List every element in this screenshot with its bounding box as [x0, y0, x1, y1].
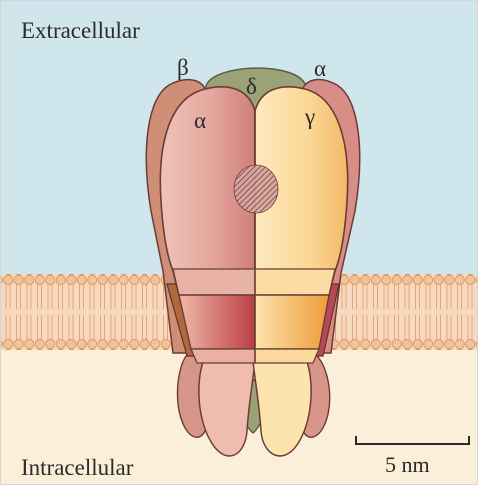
delta-label: δ [246, 74, 257, 100]
alpha-right-label: α [314, 56, 326, 82]
gamma-lower-band [255, 349, 319, 363]
alpha-left-neck [173, 269, 255, 295]
alpha-left-lower-band [191, 349, 255, 363]
gamma-membrane-ring [255, 295, 329, 349]
alpha-left-label: α [194, 108, 206, 134]
intracellular-label: Intracellular [21, 455, 133, 481]
scale-bar-label: 5 nm [385, 452, 430, 478]
beta-label: β [177, 55, 189, 81]
binding-site [234, 165, 278, 213]
extracellular-label: Extracellular [21, 18, 140, 44]
gamma-label: γ [305, 104, 315, 130]
gamma-neck [255, 269, 335, 295]
alpha-left-membrane-ring [179, 295, 255, 349]
